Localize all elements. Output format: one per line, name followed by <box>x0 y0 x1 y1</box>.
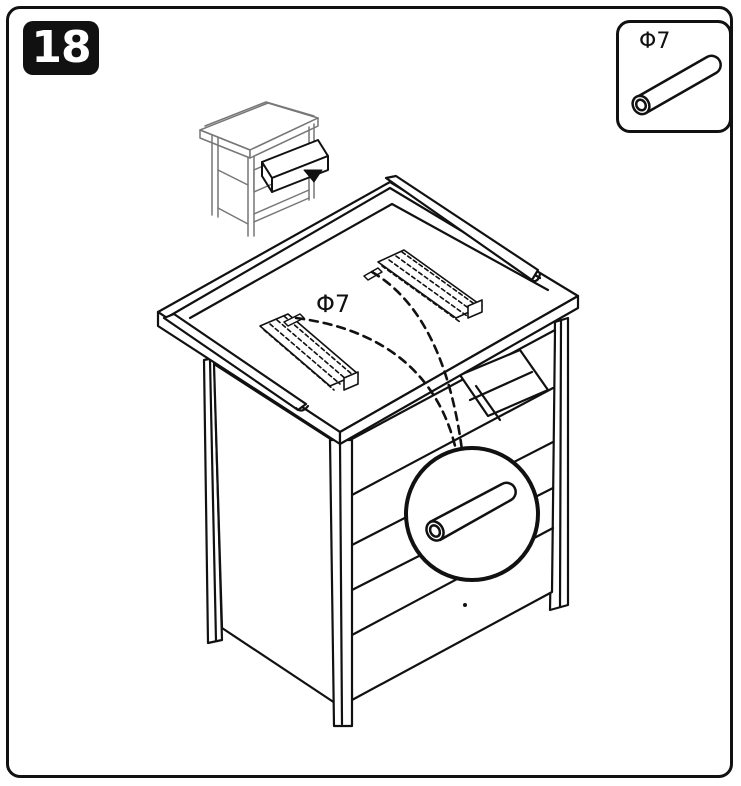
dowel-guide-lines <box>294 270 464 452</box>
dowel-detail-icon <box>425 481 517 542</box>
dowel-size-label: Φ7 <box>316 290 351 318</box>
pulled-drawer-diagram <box>261 139 329 193</box>
step-number-badge: 18 <box>23 21 99 75</box>
part-label: Φ7 <box>639 29 671 54</box>
dowel-slot-grid-left <box>259 313 359 391</box>
reference-nightstand-diagram <box>199 101 319 237</box>
dresser-diagram <box>156 174 580 728</box>
dowel-icon <box>631 54 722 116</box>
magnifier-callout <box>404 446 540 582</box>
dowel-slot-grid-right <box>377 249 483 323</box>
part-callout-box: Φ7 <box>616 20 732 133</box>
pull-arrow-icon <box>303 169 323 183</box>
step-frame <box>6 6 733 778</box>
